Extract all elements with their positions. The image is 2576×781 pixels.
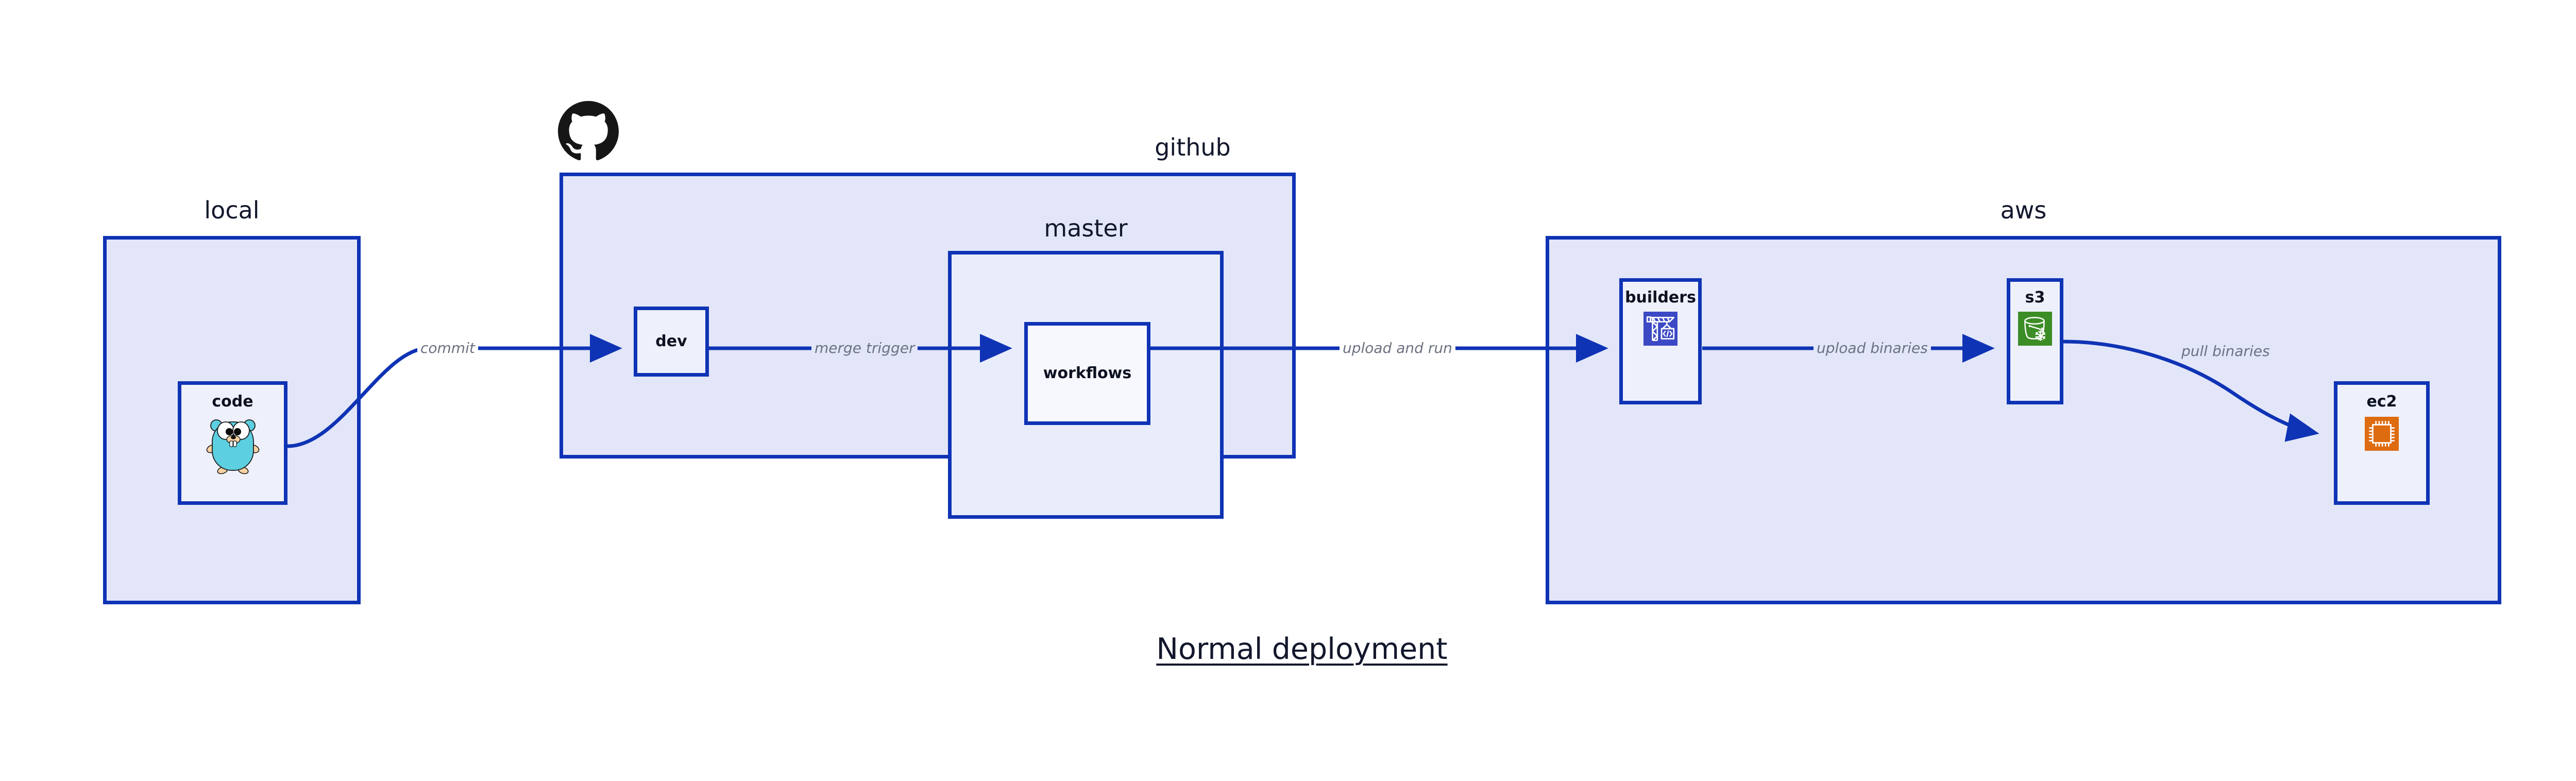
diagram-title: Normal deployment [0, 635, 2576, 664]
node-code[interactable]: code [178, 381, 287, 505]
s3-bucket-icon [2018, 312, 2052, 348]
edge-label-pull-binaries: pull binaries [2178, 344, 2273, 359]
node-dev-label: dev [655, 332, 687, 350]
node-workflows-label: workflows [1043, 364, 1132, 382]
edge-label-upload-binaries: upload binaries [1814, 341, 1931, 355]
zone-label-local: local [204, 196, 260, 224]
edge-label-merge-trigger: merge trigger [811, 341, 918, 355]
github-octocat-icon [558, 101, 619, 162]
crane-code-icon [1643, 312, 1677, 348]
go-gopher-icon [206, 417, 260, 477]
diagram-title-text: Normal deployment [1156, 632, 1448, 666]
node-ec2[interactable]: ec2 [2334, 381, 2430, 505]
node-s3-label: s3 [2025, 288, 2045, 307]
zone-label-master: master [1044, 214, 1128, 242]
node-workflows[interactable]: workflows [1024, 322, 1150, 425]
cpu-chip-icon [2365, 417, 2399, 453]
node-ec2-label: ec2 [2366, 393, 2397, 411]
node-s3[interactable]: s3 [2007, 278, 2063, 404]
node-code-label: code [212, 393, 253, 411]
edge-label-commit: commit [417, 341, 478, 355]
node-builders[interactable]: builders [1619, 278, 1702, 404]
node-dev[interactable]: dev [634, 307, 709, 377]
zone-label-aws: aws [2000, 196, 2047, 224]
zone-label-github: github [1155, 133, 1231, 161]
edge-label-upload-and-run: upload and run [1340, 341, 1455, 355]
node-builders-label: builders [1625, 288, 1696, 307]
